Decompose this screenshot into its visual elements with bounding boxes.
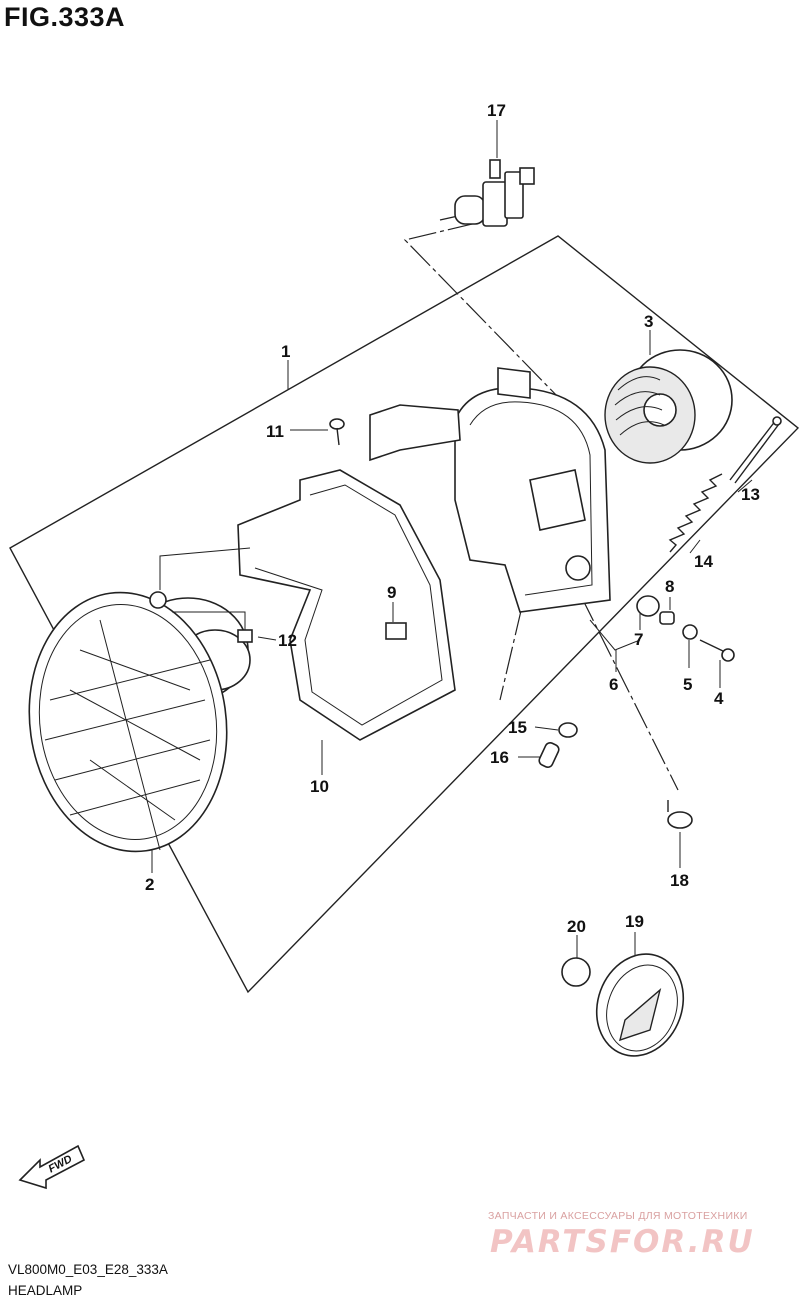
nut-20-part [561,957,591,987]
headlamp-unit-part [28,591,251,853]
pin-16-part [538,742,560,768]
watermark-brand: PARTSFOR.RU [490,1224,755,1260]
callout-12: 12 [278,631,297,650]
nut-12-part [237,629,253,643]
callout-9: 9 [387,583,396,602]
collar-8-part [659,611,675,625]
grommet-15-part [558,722,578,738]
callout-11: 11 [266,422,284,441]
figure-code: VL800M0_E03_E28_333A [8,1262,168,1277]
bolt-4-part [699,639,735,662]
clip-9-part [385,622,407,640]
callout-4: 4 [714,689,724,708]
screw-11-part [329,418,345,446]
figure-title: FIG.333A [4,2,126,32]
watermark-tagline: ЗАПЧАСТИ И АКСЕССУАРЫ ДЛЯ МОТОТЕХНИКИ [488,1210,748,1222]
guide-line-bracket [499,529,541,701]
callout-18: 18 [670,871,689,890]
bulb-part [439,159,535,227]
callout-2: 2 [145,875,154,894]
rear-housing-part [604,349,733,464]
reflector-19-part [595,953,685,1057]
callout-5: 5 [683,675,692,694]
callout-1: 1 [281,342,290,361]
figure-name: HEADLAMP [8,1283,83,1298]
callout-15: 15 [508,718,527,737]
bolt-18-part [667,800,693,829]
callout-6: 6 [609,675,618,694]
guide-line-bulb [403,213,601,441]
stay-bracket-part [237,469,456,741]
callout-13: 13 [741,485,760,504]
spring-part [668,473,723,553]
callout-16: 16 [490,748,509,767]
callout-14: 14 [694,552,713,571]
headlamp-frame-part [369,367,611,613]
callout-10: 10 [310,777,329,796]
fwd-arrow-icon: FWD [18,1144,86,1190]
callout-7: 7 [634,630,643,649]
callout-17: 17 [487,101,506,120]
adjusting-screw-part [729,416,782,484]
callout-19: 19 [625,912,644,931]
callout-3: 3 [644,312,653,331]
callout-8: 8 [665,577,674,596]
washer-5-part [682,624,698,640]
bushing-7-part [636,595,660,617]
callout-20: 20 [567,917,586,936]
leader-lines [151,120,753,958]
